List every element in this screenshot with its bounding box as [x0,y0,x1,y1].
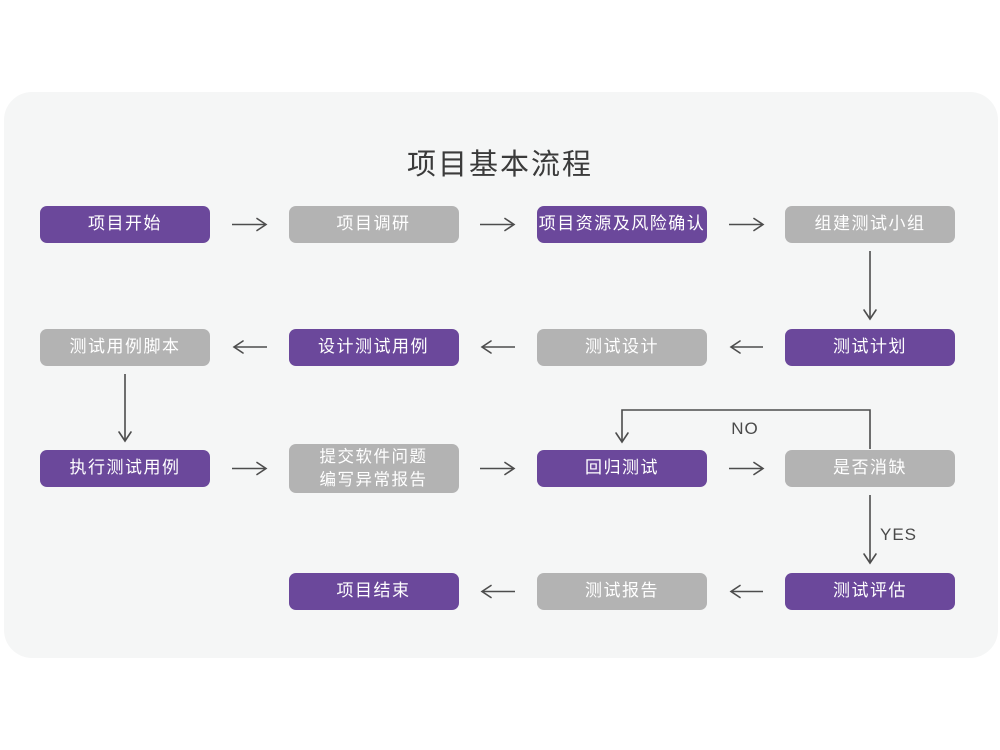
flow-node-label: 项目开始 [88,214,162,234]
flow-node-label: 测试计划 [833,336,907,356]
flow-node-label: 组建测试小组 [814,214,926,234]
flow-node-design-test-cases: 设计测试用例 [288,328,459,366]
flow-node-test-report: 测试报告 [537,573,707,610]
flow-node-label: 提交软件问题 编写异常报告 [319,448,428,489]
flow-node-label: 回归测试 [585,458,659,478]
flow-node-test-design: 测试设计 [537,328,707,366]
flow-node-test-plan: 测试计划 [785,328,955,366]
flow-node-project-end: 项目结束 [288,573,459,610]
flow-node-label: 测试评估 [833,581,907,601]
flow-node-test-case-script: 测试用例脚本 [40,328,210,366]
flow-node-submit-issue-report: 提交软件问题 编写异常报告 [288,444,459,493]
flow-node-label: 设计测试用例 [318,336,429,356]
flow-node-project-start: 项目开始 [40,206,210,243]
flow-node-label: 测试设计 [585,336,659,356]
flow-node-project-resources-risk: 项目资源及风险确认 [537,206,707,243]
flow-node-label: 测试报告 [585,581,659,601]
flowchart-card [4,92,998,658]
flow-node-label: 执行测试用例 [69,458,181,478]
flow-node-label: 测试用例脚本 [69,336,181,356]
flow-node-label: 项目结束 [336,581,411,601]
flow-node-test-evaluation: 测试评估 [785,573,955,610]
flow-node-label: 项目调研 [336,214,411,234]
flow-node-execute-test-cases: 执行测试用例 [40,450,210,487]
flow-node-defect-cleared: 是否消缺 [785,450,955,487]
flow-node-build-test-team: 组建测试小组 [785,206,955,243]
flow-node-project-research: 项目调研 [288,206,459,243]
page-title: 项目基本流程 [406,149,593,181]
flow-node-label: 项目资源及风险确认 [538,214,706,234]
flow-node-label: 是否消缺 [833,458,907,478]
flow-node-regression-test: 回归测试 [537,450,707,487]
